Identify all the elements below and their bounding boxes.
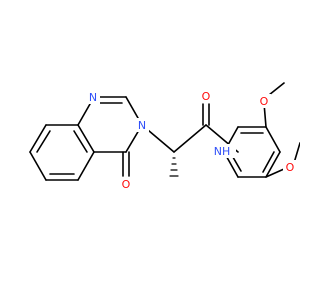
atom-nh: NH [214,145,231,158]
atom-o-methoxy-right: O [286,161,295,174]
benzo-ring [29,124,95,181]
bond [265,151,281,178]
side-chain [141,103,239,177]
atom-o-ketone: O [122,178,131,191]
atom-o-methoxy-right-group: O [283,160,297,174]
atom-o-methoxy-top-group: O [257,94,271,108]
bond [265,126,281,153]
atom-o-amide: O [202,90,211,103]
atom-n-ring-top: N [89,91,97,104]
atom-n-ring-lower: N [138,119,146,132]
bond [265,168,285,178]
bond-double-inner [262,151,275,173]
bond [293,142,300,164]
bond [173,124,207,153]
bond [77,124,95,153]
bond-double-inner [36,130,51,153]
bond [29,151,47,181]
pyrimidinone-ring [77,96,143,177]
bond [77,151,95,181]
bond [29,124,47,153]
molecule-diagram: OO N N O O NH [29,82,300,191]
dimethoxyphenyl-ring: OO [223,82,300,178]
atom-o-methoxy-top: O [260,95,269,108]
hashed-stereo-bond [169,157,179,177]
atom-labels: N N O O NH [86,89,236,191]
bond-double-inner [73,130,88,153]
